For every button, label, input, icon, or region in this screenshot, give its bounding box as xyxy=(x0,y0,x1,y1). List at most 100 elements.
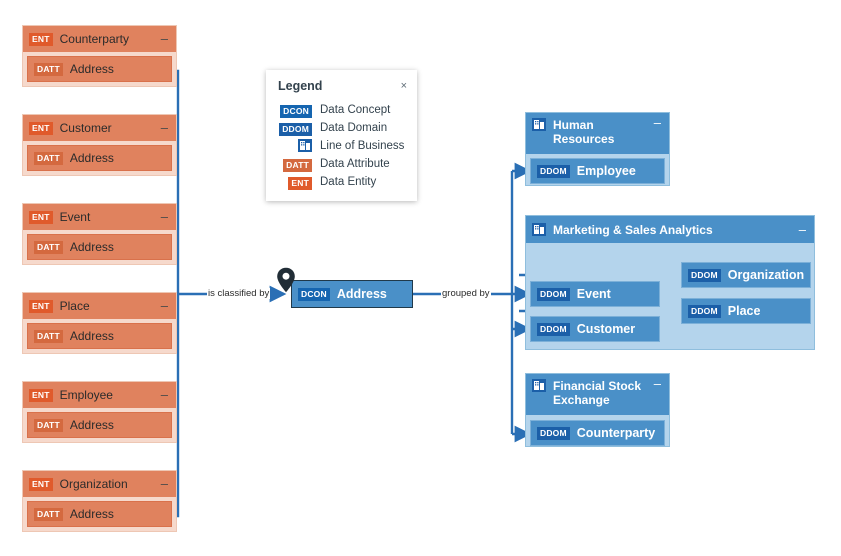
entity-header[interactable]: ENT Customer – xyxy=(23,115,176,141)
line-of-business-icon xyxy=(532,223,546,236)
datt-tag: DATT xyxy=(283,159,312,172)
entity-card-place[interactable]: ENT Place – DATT Address xyxy=(22,292,177,354)
legend-title: Legend xyxy=(278,79,323,93)
ddom-tag: DDOM xyxy=(537,322,570,336)
entity-header[interactable]: ENT Employee – xyxy=(23,382,176,408)
legend-key: DCON xyxy=(278,101,312,119)
edge-label-is-classified-by: is classified by xyxy=(207,288,271,299)
datt-tag: DATT xyxy=(34,62,63,76)
domain-box-counterparty[interactable]: DDOM Counterparty xyxy=(530,420,665,446)
attribute-name: Address xyxy=(69,329,114,343)
domain-box-employee[interactable]: DDOM Employee xyxy=(530,158,665,184)
domain-box-event[interactable]: DDOM Event xyxy=(530,281,660,307)
legend-label: Line of Business xyxy=(320,140,405,152)
entity-card-customer[interactable]: ENT Customer – DATT Address xyxy=(22,114,177,176)
domain-box-place[interactable]: DDOM Place xyxy=(681,298,811,324)
legend-items: DCON Data Concept DDOM Data Domain Line … xyxy=(266,93,417,191)
close-icon[interactable]: × xyxy=(400,80,407,92)
collapse-icon[interactable]: – xyxy=(160,476,168,491)
entity-name: Place xyxy=(59,299,90,313)
entity-name: Organization xyxy=(59,477,128,491)
datt-tag: DATT xyxy=(34,329,63,343)
domain-box-organization[interactable]: DDOM Organization xyxy=(681,262,811,288)
location-pin-icon xyxy=(277,267,295,293)
entity-card-counterparty[interactable]: ENT Counterparty – DATT Address xyxy=(22,25,177,87)
ddom-tag: DDOM xyxy=(537,164,570,178)
collapse-icon[interactable]: – xyxy=(160,387,168,402)
legend-panel[interactable]: Legend × DCON Data Concept DDOM Data Dom… xyxy=(266,70,417,201)
ddom-tag: DDOM xyxy=(537,426,570,440)
ddom-tag: DDOM xyxy=(688,304,721,318)
collapse-icon[interactable]: – xyxy=(160,209,168,224)
domain-name: Place xyxy=(727,304,761,318)
collapse-icon[interactable]: – xyxy=(160,298,168,313)
collapse-icon[interactable]: – xyxy=(160,31,168,46)
data-concept-node-address[interactable]: DCON Address xyxy=(291,280,413,308)
domain-box-customer[interactable]: DDOM Customer xyxy=(530,316,660,342)
legend-label: Data Attribute xyxy=(320,158,390,170)
line-of-business-icon xyxy=(532,118,546,131)
entity-header[interactable]: ENT Event – xyxy=(23,204,176,230)
dcon-tag: DCON xyxy=(298,287,330,301)
entity-header[interactable]: ENT Organization – xyxy=(23,471,176,497)
attribute-list: DATT Address xyxy=(23,52,176,86)
domain-name: Organization xyxy=(727,268,805,282)
domain-name: Customer xyxy=(576,322,636,336)
ent-tag: ENT xyxy=(29,477,53,491)
entity-name: Counterparty xyxy=(59,32,129,46)
collapse-icon[interactable]: – xyxy=(798,221,806,237)
legend-key: DATT xyxy=(278,155,312,173)
ent-tag: ENT xyxy=(29,32,53,46)
attribute-row[interactable]: DATT Address xyxy=(27,145,172,171)
entity-name: Customer xyxy=(59,121,112,135)
ent-tag: ENT xyxy=(29,210,53,224)
ddom-tag: DDOM xyxy=(688,268,721,282)
attribute-row[interactable]: DATT Address xyxy=(27,323,172,349)
lob-header[interactable]: Financial Stock Exchange – xyxy=(526,374,669,415)
attribute-row[interactable]: DATT Address xyxy=(27,56,172,82)
attribute-row[interactable]: DATT Address xyxy=(27,501,172,527)
domain-name: Employee xyxy=(576,164,636,178)
entity-name: Event xyxy=(59,210,91,224)
ent-tag: ENT xyxy=(29,299,53,313)
entity-card-event[interactable]: ENT Event – DATT Address xyxy=(22,203,177,265)
attribute-name: Address xyxy=(69,507,114,521)
attribute-row[interactable]: DATT Address xyxy=(27,412,172,438)
legend-key xyxy=(278,137,312,155)
entity-header[interactable]: ENT Place – xyxy=(23,293,176,319)
collapse-icon[interactable]: – xyxy=(653,376,661,391)
domain-name: Counterparty xyxy=(576,426,656,440)
attribute-list: DATT Address xyxy=(23,408,176,442)
legend-label: Data Concept xyxy=(320,104,391,116)
datt-tag: DATT xyxy=(34,507,63,521)
attribute-name: Address xyxy=(69,62,114,76)
legend-label: Data Domain xyxy=(320,122,388,134)
lob-name: Financial Stock Exchange xyxy=(553,379,642,407)
ent-tag: ENT xyxy=(29,121,53,135)
entity-header[interactable]: ENT Counterparty – xyxy=(23,26,176,52)
ddom-tag: DDOM xyxy=(537,287,570,301)
attribute-row[interactable]: DATT Address xyxy=(27,234,172,260)
legend-item-line-of-business: Line of Business xyxy=(278,137,417,155)
lob-panel-human-resources[interactable]: Human Resources – xyxy=(525,112,670,186)
entity-name: Employee xyxy=(59,388,113,402)
legend-item-data-concept: DCON Data Concept xyxy=(278,101,417,119)
attribute-name: Address xyxy=(69,418,114,432)
entity-card-organization[interactable]: ENT Organization – DATT Address xyxy=(22,470,177,532)
attribute-list: DATT Address xyxy=(23,141,176,175)
legend-header: Legend × xyxy=(266,70,417,93)
legend-item-data-attribute: DATT Data Attribute xyxy=(278,155,417,173)
datt-tag: DATT xyxy=(34,240,63,254)
lob-header[interactable]: Human Resources – xyxy=(526,113,669,154)
attribute-list: DATT Address xyxy=(23,497,176,531)
collapse-icon[interactable]: – xyxy=(160,120,168,135)
ent-tag: ENT xyxy=(29,388,53,402)
lob-header[interactable]: Marketing & Sales Analytics – xyxy=(526,216,814,243)
entity-card-employee[interactable]: ENT Employee – DATT Address xyxy=(22,381,177,443)
attribute-name: Address xyxy=(69,151,114,165)
lob-name: Human Resources xyxy=(553,118,615,146)
collapse-icon[interactable]: – xyxy=(653,115,661,130)
attribute-list: DATT Address xyxy=(23,230,176,264)
lob-name: Marketing & Sales Analytics xyxy=(553,222,713,237)
line-of-business-icon xyxy=(532,379,546,392)
